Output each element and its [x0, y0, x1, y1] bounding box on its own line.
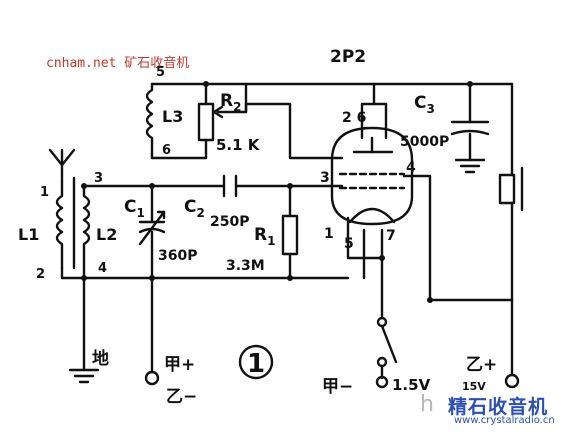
coil-l1	[55, 180, 64, 270]
capacitor-c3	[450, 82, 490, 174]
l2-pin-bottom: 4	[98, 261, 107, 276]
ground-label: 地	[92, 348, 109, 369]
speaker	[498, 82, 524, 376]
l2-pin-top: 3	[94, 171, 103, 186]
l3-label: L3	[162, 107, 183, 126]
r1-label: R1	[254, 225, 275, 248]
tube-pin-1: 1	[324, 226, 334, 242]
coil-l2	[82, 184, 91, 280]
l1-pin-top: 1	[40, 185, 49, 200]
l1-pin-bottom: 2	[36, 267, 45, 282]
antenna	[48, 148, 76, 184]
c1-label: C1	[124, 197, 145, 220]
l2-label: L2	[96, 225, 117, 244]
tube-pin-7: 7	[386, 228, 396, 244]
l3-pin-bottom: 6	[162, 143, 171, 158]
l1-label: L1	[18, 225, 39, 244]
capacitor-c1	[138, 184, 166, 280]
c3-label: C3	[414, 93, 435, 116]
terminal-jia-plus	[144, 370, 160, 386]
terminal-yi-plus	[504, 373, 520, 389]
tube-title: 2P2	[330, 47, 366, 67]
watermark-text: 精石收音机	[448, 396, 549, 418]
c3-value: 5000P	[400, 134, 449, 150]
tube-pins-2-6: 2 6	[342, 110, 366, 126]
c1-value: 360P	[158, 248, 197, 264]
voltage-15-label: 15V	[462, 380, 486, 393]
jia-plus-label: 甲+	[164, 355, 195, 375]
r1-value: 3.3M	[226, 258, 265, 274]
tube-pin-4: 4	[406, 160, 416, 176]
yi-plus-label: 乙+	[466, 355, 497, 375]
l3-pin-top: 5	[156, 65, 165, 80]
voltage-1-5-label: 1.5V	[392, 376, 431, 394]
site-label: cnham.net 矿石收音机	[46, 56, 190, 71]
c2-label: C2	[184, 197, 205, 220]
r2-value: 5.1 K	[216, 136, 261, 154]
tube-pin-3: 3	[320, 170, 330, 186]
r2-label: R2	[220, 91, 241, 114]
jia-minus-label: 甲−	[322, 377, 353, 397]
switch	[375, 316, 398, 389]
resistor-r1	[281, 184, 299, 280]
tube-pin-5: 5	[344, 236, 354, 252]
coil-l3	[145, 82, 154, 160]
figure-number-text: 1	[247, 349, 265, 379]
vacuum-tube-2p2	[330, 126, 414, 226]
watermark-url: www.crystalradio.cn	[454, 415, 555, 426]
yi-minus-label: 乙−	[166, 387, 197, 407]
capacitor-c2	[222, 174, 238, 198]
c2-value: 250P	[210, 214, 249, 230]
figure-number: 1	[238, 344, 274, 380]
ground-symbol	[68, 368, 100, 384]
watermark-ghost: h	[420, 392, 434, 417]
